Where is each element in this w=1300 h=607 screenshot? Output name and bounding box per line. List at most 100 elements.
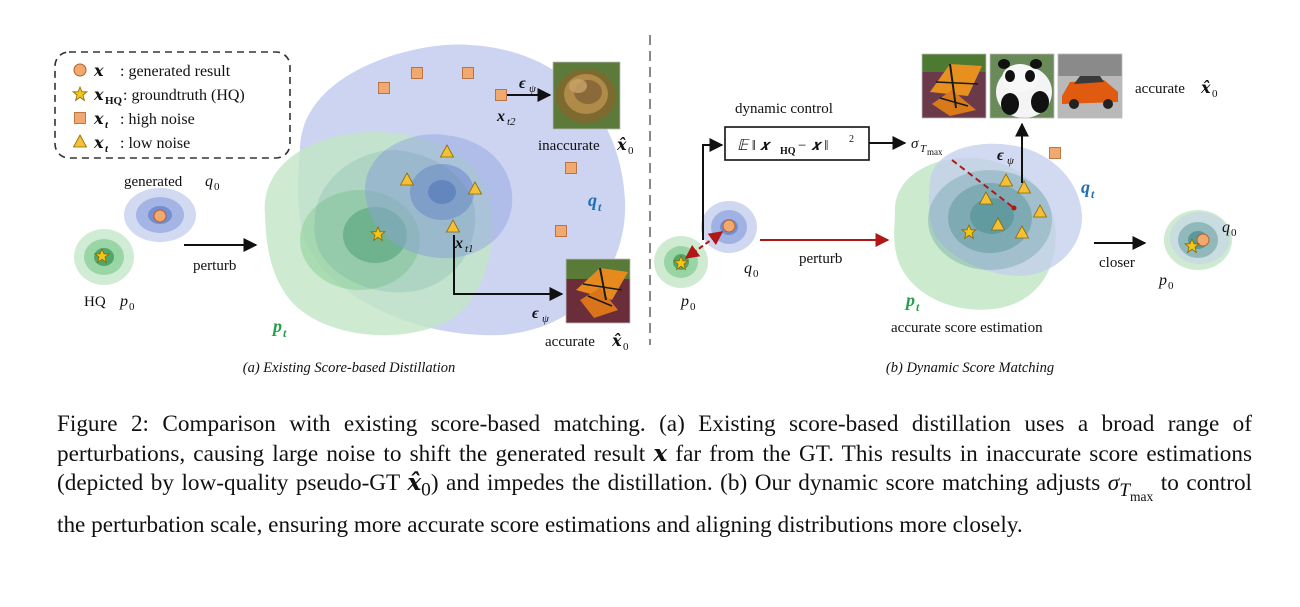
accurate-label-a: accurate [545, 334, 595, 350]
xt1-label: x [454, 235, 463, 252]
caption-mid1: far from the GT. This results in inaccur… [57, 440, 1252, 497]
xt1-sub: t1 [465, 243, 474, 255]
accurate-xhat-a: 𝒙̂ [611, 333, 622, 350]
right-q0-label: q [1222, 219, 1230, 236]
generated-label: generated [124, 174, 183, 190]
dynamic-control-label: dynamic control [735, 101, 833, 117]
panel-b-title: (b) Dynamic Score Matching [886, 360, 1054, 376]
accurate-xhat-sub-b: 0 [1212, 88, 1218, 100]
panel-a-title: (a) Existing Score-based Distillation [243, 360, 456, 376]
eps-top-label: ϵ [519, 75, 526, 92]
accurate-xhat-sub-a: 0 [623, 341, 629, 353]
right-p0-label: p [1158, 272, 1167, 289]
eps-bottom-label: ϵ [532, 305, 539, 322]
generated-circle-marker [153, 209, 167, 223]
eps-top-sub: ψ [529, 83, 536, 95]
p0-label-b: p [680, 293, 689, 310]
pt-sub-a: t [283, 326, 287, 340]
legend-item-2-sub: t [105, 119, 109, 131]
legend-box [54, 51, 291, 159]
flower-image [552, 61, 621, 130]
high-noise-square-b [1049, 147, 1061, 159]
accurate-score-label: accurate score estimation [891, 320, 1043, 336]
legend-item-0-symbol: 𝒙 [93, 63, 104, 80]
pt-label-b: p [904, 290, 915, 310]
sigma-label: σ [911, 136, 919, 152]
q0-label: q [205, 173, 213, 190]
xt2-label: x [496, 108, 505, 125]
legend-item-2-symbol: 𝒙 [93, 111, 104, 128]
caption-sigma-subsub: max [1129, 488, 1154, 504]
right-p0-sub: 0 [1168, 280, 1174, 292]
legend-item-1-sub: HQ [105, 95, 123, 107]
q0-sub-b: 0 [753, 268, 759, 280]
caption-xhat-sub: 0 [421, 479, 431, 501]
sigma-sub: T [920, 143, 927, 155]
pt-label-a: p [271, 316, 282, 336]
triangle-marker-icon [73, 134, 87, 148]
qt-distribution-b [928, 143, 1083, 276]
qt-sub-b: t [1091, 187, 1095, 201]
dynamic-control-arrow [702, 138, 724, 240]
legend-item-2-text: : high noise [120, 111, 195, 128]
eps-bottom-sub: ψ [542, 313, 549, 325]
sigma-red-dashed-line [951, 159, 1015, 209]
eps-sub-b: ψ [1007, 155, 1014, 167]
expectation-sub: HQ [780, 146, 796, 157]
p0-sub: 0 [129, 301, 135, 313]
inaccurate-xhat: 𝒙̂ [616, 137, 627, 154]
perturb-label-a: perturb [193, 258, 236, 274]
perturb-label-b: perturb [799, 251, 842, 267]
inaccurate-xhat-sub: 0 [628, 145, 634, 157]
sigma-subsub: max [927, 147, 943, 157]
legend-item-3-symbol: 𝒙 [93, 135, 104, 152]
legend-item-1-text: : groundtruth (HQ) [123, 87, 245, 104]
high-noise-square-1 [378, 82, 390, 94]
qt-sub-a: t [598, 200, 602, 214]
closer-label: closer [1099, 255, 1135, 271]
caption-mid2: ) and impedes the distillation. (b) Our … [430, 470, 1108, 496]
p0-label: p [119, 293, 128, 310]
caption-suffix: to control the perturbation scale, ensur… [57, 470, 1253, 538]
legend-item-1-symbol: 𝒙 [93, 87, 104, 104]
butterfly-image-b [921, 53, 987, 119]
expectation-sup: 2 [849, 134, 854, 145]
sigma-red-dot [1011, 205, 1017, 211]
car-image [1057, 53, 1123, 119]
overlap-region-a [314, 150, 476, 293]
generated-circle-marker-b [722, 219, 736, 233]
overlap-region-b [928, 170, 1052, 270]
hq-label: HQ [84, 294, 106, 310]
caption-prefix: Figure 2: Comparison with existing score… [57, 411, 1252, 467]
legend-item-3-text: : low noise [120, 135, 190, 152]
caption-sigma-symbol: σ [1107, 470, 1120, 496]
caption-sigma-sub: T [1119, 479, 1130, 501]
figure-caption: Figure 2: Comparison with existing score… [57, 410, 1252, 541]
figure: 𝒙 : generated result 𝒙 HQ : groundtruth … [54, 35, 1237, 376]
butterfly-image-a [565, 258, 631, 324]
high-noise-square-2 [411, 67, 423, 79]
square-marker-icon [74, 112, 86, 124]
expectation-box [724, 126, 870, 161]
inaccurate-label: inaccurate [538, 138, 600, 154]
qt-label-a: q [588, 190, 597, 210]
caption-xhat-symbol: 𝒙̂ [407, 470, 422, 496]
qt-inner-contours-a [365, 134, 513, 259]
expectation-rest: − 𝒙 ‖ [797, 138, 828, 154]
high-noise-square-3 [462, 67, 474, 79]
high-noise-square-xt2 [495, 89, 507, 101]
figure-svg: 𝒙 : generated result 𝒙 HQ : groundtruth … [54, 35, 1237, 376]
right-q0-sub: 0 [1231, 227, 1237, 239]
q0-label-b: q [744, 260, 752, 277]
pt-sub-b: t [916, 300, 920, 314]
star-marker-icon [72, 86, 88, 101]
accurate-xhat-b: 𝒙̂ [1200, 80, 1211, 97]
p0-sub-b: 0 [690, 301, 696, 313]
high-noise-square-4 [565, 162, 577, 174]
high-noise-square-5 [555, 225, 567, 237]
xt1-to-accurate-arrow [453, 235, 564, 301]
panda-image [989, 53, 1055, 119]
legend-item-3-sub: t [105, 143, 109, 155]
q0-sub: 0 [214, 181, 220, 193]
expectation-formula: 𝔼 ‖ 𝒙 [737, 138, 772, 154]
